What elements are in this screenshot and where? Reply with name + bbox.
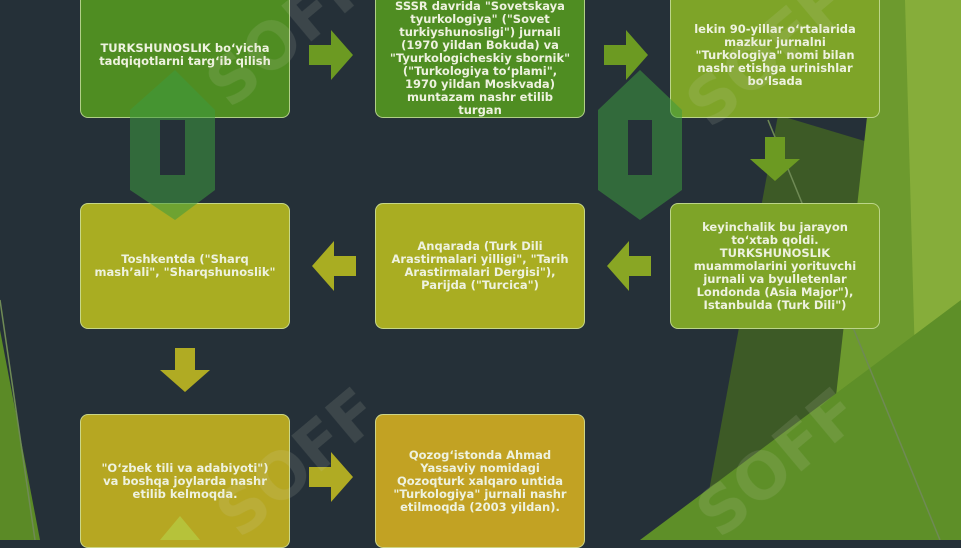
arrow-down-2 [160,348,210,392]
flow-box-3-text: lekin 90-yillar o‘rtalarida mazkur jurna… [694,21,856,88]
arrow-up-partial [160,516,200,540]
flow-box-8: Qozog‘istonda Ahmad Yassaviy nomidagi Qo… [375,414,585,548]
bg-green-shape-bottom [640,300,961,540]
flow-box-1: TURKSHUNOSLIK bo‘yicha tadqiqotlarni tar… [80,0,290,118]
flow-box-5: Anqarada (Turk Dili Arastirmalari yillig… [375,203,585,329]
flow-box-7-text: "O‘zbek tili va adabiyoti") va boshqa jo… [101,460,269,501]
arrow-left-1 [607,241,651,291]
flow-box-2: SSSR davrida "Sovetskaya tyurkologiya" (… [375,0,585,118]
flow-box-4: keyinchalik bu jarayon to‘xtab qoldi. TU… [670,203,880,329]
arrow-right-1 [309,30,353,80]
bg-line-right [767,119,941,540]
flow-box-8-text: Qozog‘istonda Ahmad Yassaviy nomidagi Qo… [393,447,567,514]
arrow-left-2 [312,241,356,291]
flow-box-5-text: Anqarada (Turk Dili Arastirmalari yillig… [391,239,569,292]
arrow-down-1 [750,137,800,181]
flow-box-6-text: Toshkentda ("Sharq mash’ali", "Sharqshun… [94,252,276,279]
flow-box-3: lekin 90-yillar o‘rtalarida mazkur jurna… [670,0,880,118]
arrow-right-3 [309,452,353,502]
arrow-right-2 [604,30,648,80]
flow-box-6: Toshkentda ("Sharq mash’ali", "Sharqshun… [80,203,290,329]
flow-box-1-text: TURKSHUNOSLIK bo‘yicha tadqiqotlarni tar… [99,41,271,68]
bg-line-left [0,299,36,540]
flow-box-2-text: SSSR davrida "Sovetskaya tyurkologiya" (… [389,0,571,117]
bg-green-shape-light [905,0,961,360]
flow-box-4-text: keyinchalik bu jarayon to‘xtab qoldi. TU… [693,219,857,312]
